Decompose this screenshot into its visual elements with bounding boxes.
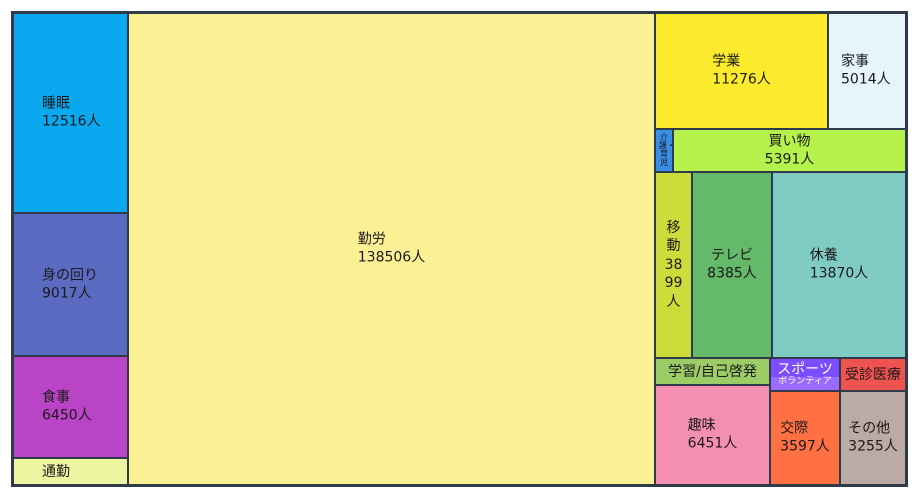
tile-terebi: テレビ 8385人: [692, 172, 772, 358]
tile-jushin-name: 受診医療: [845, 366, 901, 383]
tile-kyuyo: 休養 13870人: [772, 172, 906, 358]
tile-kyuyo-label: 休養 13870人: [810, 247, 869, 284]
tile-shumi-label: 趣味 6451人: [688, 417, 738, 454]
tile-gakugyo-value: 11276人: [712, 72, 771, 88]
tile-sonota: その他 3255人: [840, 391, 906, 485]
tile-tsukin-label: 通勤: [42, 462, 70, 480]
tile-tsukin: 通勤: [13, 458, 128, 485]
tile-kaimono: 買い物 5391人: [673, 129, 906, 172]
tile-kaimono-value: 5391人: [764, 151, 815, 168]
tile-shokuji-name: 食事: [42, 389, 70, 406]
tile-ido-label: 移動 3899人: [664, 219, 684, 311]
tile-kinro: 勤労 138506人: [128, 13, 655, 485]
tile-sports-volunteer: スポーツ ボランティア: [770, 358, 840, 391]
tile-shokuji-label: 食事 6450人: [42, 389, 92, 426]
tile-kinro-name: 勤労: [357, 231, 386, 248]
tile-shumi-value: 6451人: [687, 436, 738, 452]
tile-kaimono-name: 買い物: [768, 133, 811, 150]
tile-jushin: 受診医療: [840, 358, 906, 391]
tile-suimin-name: 睡眠: [42, 95, 70, 112]
tile-kosai-name: 交際: [780, 420, 809, 437]
tile-minomawari: 身の回り 9017人: [13, 213, 128, 356]
tile-gakugyo-label: 学業 11276人: [712, 53, 771, 90]
tile-kaji: 家事 5014人: [828, 13, 906, 129]
tile-volunteer-name: ボランティア: [778, 376, 832, 387]
tile-minomawari-name: 身の回り: [42, 267, 98, 284]
tile-kinro-label: 勤労 138506人: [358, 231, 425, 268]
tile-gakushu-name: 学習/自己啓発: [668, 363, 757, 380]
tile-suimin: 睡眠 12516人: [13, 13, 128, 213]
tile-gakushu-label: 学習/自己啓発: [668, 362, 757, 380]
tile-minomawari-label: 身の回り 9017人: [42, 266, 98, 303]
tile-shumi: 趣味 6451人: [655, 385, 770, 485]
tile-suimin-label: 睡眠 12516人: [42, 95, 101, 132]
tile-kosai: 交際 3597人: [770, 391, 840, 485]
tile-kaigo-name: 介護・育児: [659, 132, 672, 167]
tile-kyuyo-value: 13870人: [809, 266, 869, 282]
tile-kyuyo-name: 休養: [809, 247, 838, 264]
tile-jushin-label: 受診医療: [845, 365, 901, 383]
treemap-chart: 睡眠 12516人 身の回り 9017人 食事 6450人 通勤 勤労 1385…: [11, 11, 908, 487]
tile-minomawari-value: 9017人: [42, 285, 92, 302]
tile-gakugyo-name: 学業: [712, 53, 741, 70]
tile-shokuji-value: 6450人: [42, 408, 92, 424]
tile-tsukin-name: 通勤: [42, 463, 70, 480]
tile-ido-name: 移動: [666, 219, 681, 255]
tile-kaji-name: 家事: [841, 53, 869, 70]
tile-ido-value: 3899人: [664, 256, 683, 310]
tile-suimin-value: 12516人: [42, 114, 101, 130]
tile-kaigo: 介護・育児: [655, 129, 673, 172]
tile-terebi-name: テレビ: [710, 247, 753, 264]
tile-ido: 移動 3899人: [655, 172, 692, 358]
tile-sonota-name: その他: [848, 420, 891, 437]
tile-gakugyo: 学業 11276人: [655, 13, 828, 129]
tile-kaji-label: 家事 5014人: [841, 53, 891, 90]
tile-sonota-label: その他 3255人: [848, 420, 898, 457]
tile-kinro-value: 138506人: [357, 250, 426, 266]
tile-kaigo-label: 介護・育児: [659, 132, 672, 168]
tile-kaji-value: 5014人: [841, 72, 891, 88]
tile-sports-name: スポーツ: [777, 360, 833, 377]
tile-sports-label: スポーツ ボランティア: [777, 360, 833, 387]
tile-kosai-label: 交際 3597人: [780, 420, 830, 457]
tile-shokuji: 食事 6450人: [13, 356, 128, 458]
tile-shumi-name: 趣味: [687, 417, 716, 434]
tile-sonota-value: 3255人: [848, 439, 898, 455]
tile-gakushu: 学習/自己啓発: [655, 358, 770, 385]
tile-terebi-label: テレビ 8385人: [707, 247, 757, 284]
tile-terebi-value: 8385人: [707, 266, 757, 282]
tile-kosai-value: 3597人: [780, 439, 830, 455]
tile-kaimono-label: 買い物 5391人: [765, 132, 815, 169]
